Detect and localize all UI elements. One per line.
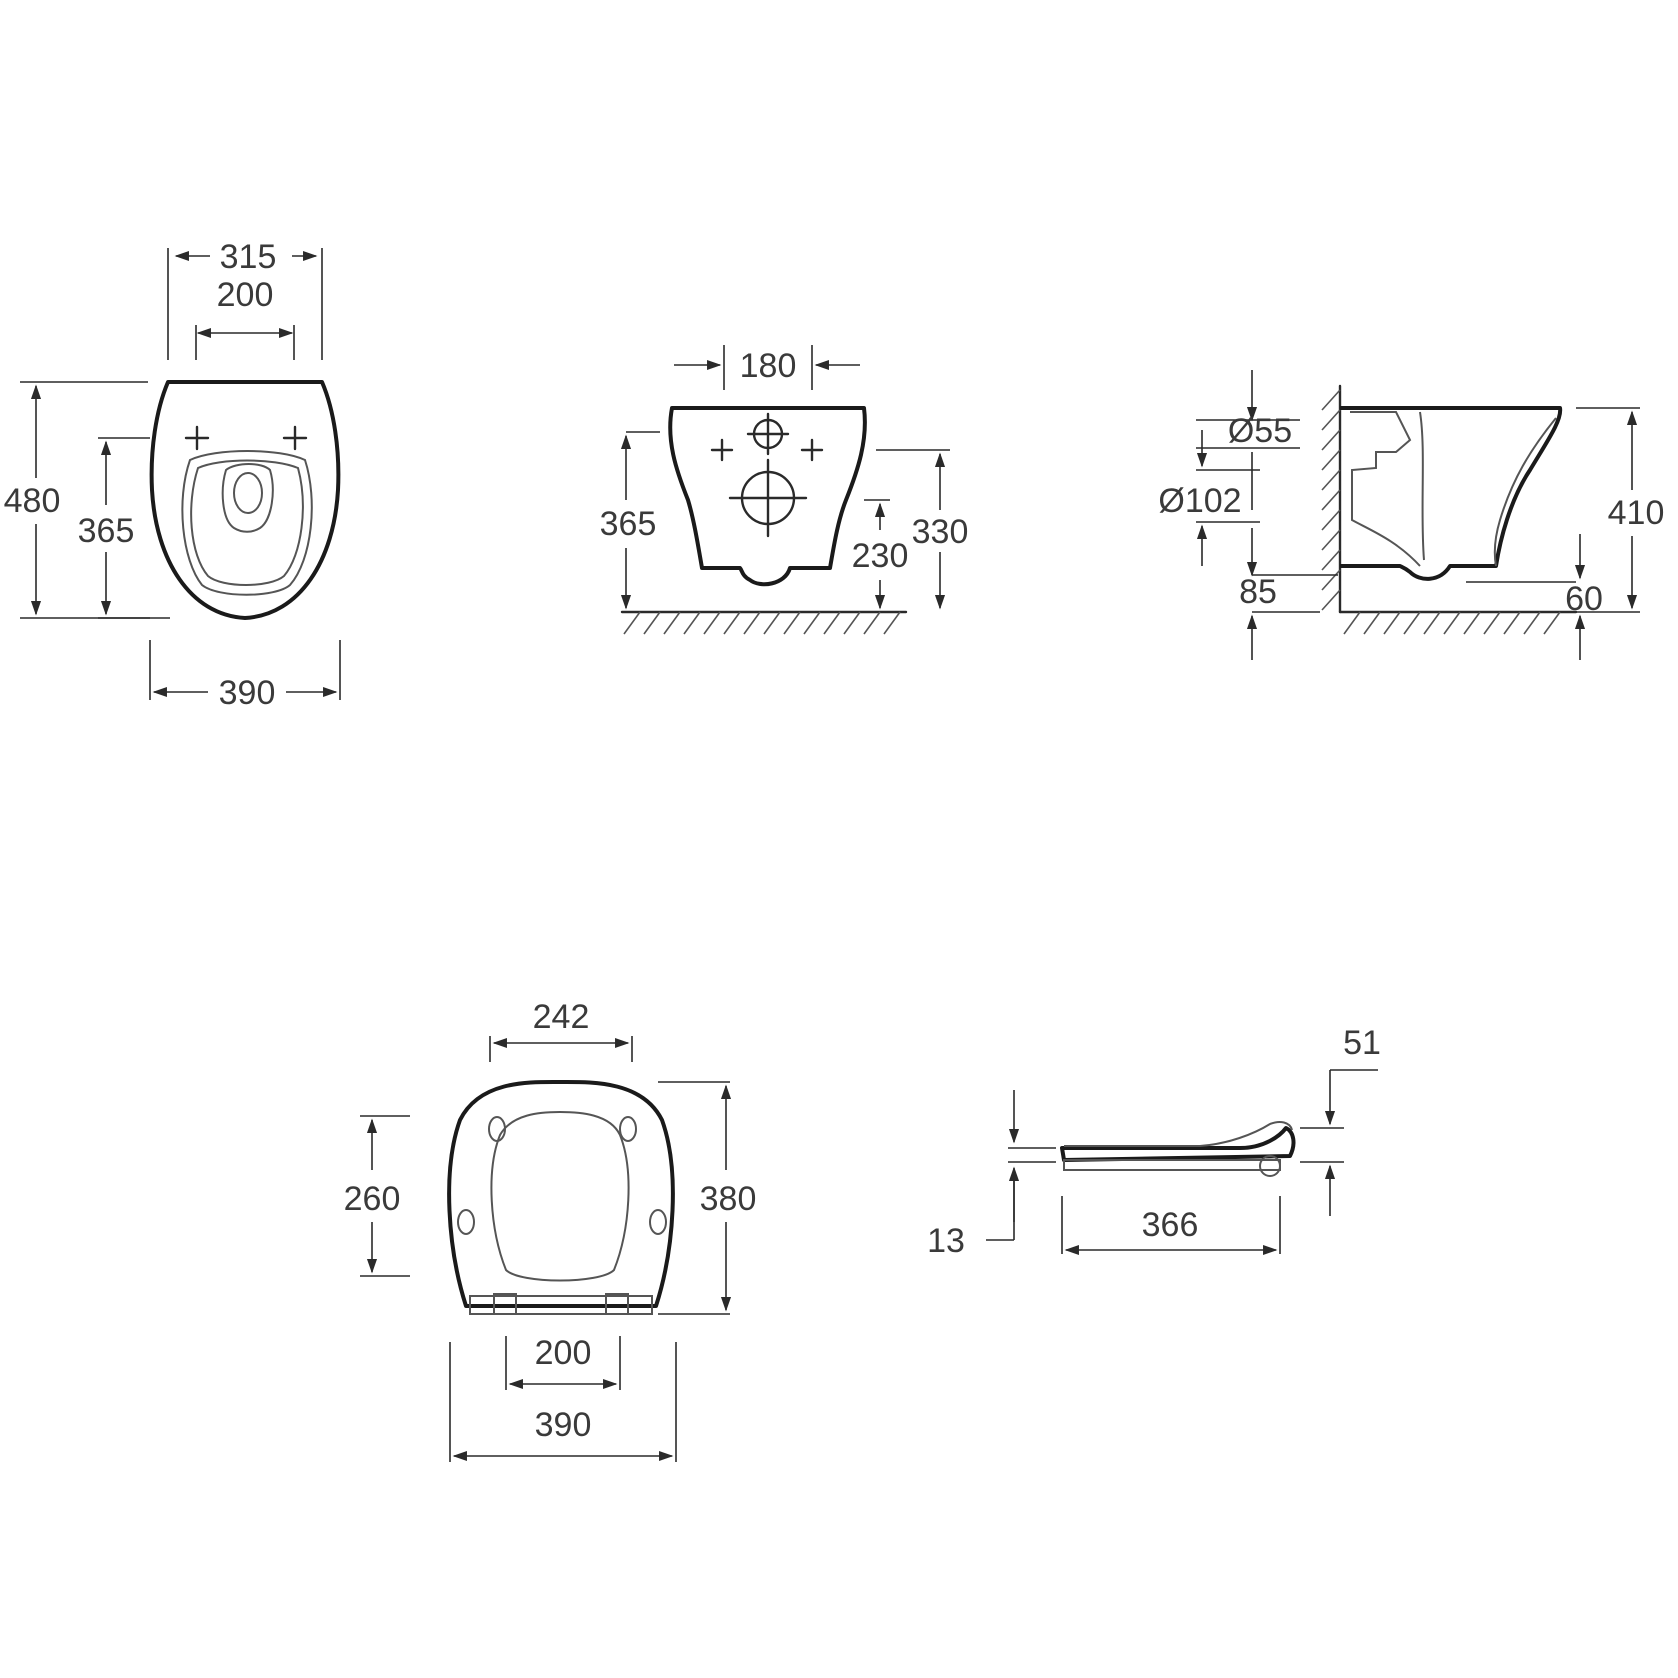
floor-hatch — [623, 611, 901, 635]
dim-410: 410 — [1608, 494, 1665, 532]
inner-bowl — [1419, 411, 1425, 561]
dim-d102: Ø102 — [1158, 482, 1241, 520]
rim-line — [1493, 417, 1557, 567]
flush-outlet — [221, 463, 274, 533]
mount-hole-left — [184, 425, 210, 451]
dim-51: 51 — [1343, 1024, 1381, 1062]
bumper-bl — [457, 1209, 475, 1235]
bowl-rim — [181, 450, 313, 596]
dim-480: 480 — [4, 482, 61, 520]
dim-200: 200 — [217, 276, 274, 314]
dim-380: 380 — [700, 1180, 757, 1218]
seat-base — [1063, 1159, 1281, 1171]
wall-hatch — [1321, 389, 1341, 611]
dim-230: 230 — [852, 537, 909, 575]
hinge-left — [493, 1293, 517, 1315]
seat-opening — [490, 1110, 630, 1282]
side-view: Ø55 Ø102 85 410 60 — [1158, 370, 1664, 660]
dim-260: 260 — [344, 1180, 401, 1218]
dim-330: 330 — [912, 513, 969, 551]
floor-hatch — [1343, 611, 1561, 635]
water-inlet — [746, 412, 790, 456]
bowl-rim-inner — [190, 459, 304, 586]
dim-315: 315 — [220, 238, 277, 276]
dim-366: 366 — [1142, 1206, 1199, 1244]
bumper-br — [649, 1209, 667, 1235]
waste-outlet — [728, 458, 808, 538]
dim-60: 60 — [1565, 580, 1603, 618]
hinge-right — [605, 1293, 629, 1315]
dim-365: 365 — [600, 505, 657, 543]
hinge-bar — [469, 1295, 653, 1315]
seat-profile — [1060, 1126, 1296, 1162]
bowl-outline — [149, 380, 341, 620]
dim-200: 200 — [535, 1334, 592, 1372]
seat-outline — [447, 1079, 675, 1308]
top-view: 315 200 480 365 390 — [4, 238, 341, 712]
dim-180: 180 — [740, 347, 797, 385]
mount-hole-right — [282, 425, 308, 451]
dim-390: 390 — [219, 674, 276, 712]
bolt-right — [800, 438, 824, 462]
dim-365: 365 — [78, 512, 135, 550]
flush-outlet-inner — [233, 472, 263, 514]
front-outline — [668, 406, 867, 587]
dim-d55: Ø55 — [1228, 412, 1292, 450]
bumper-tl — [488, 1116, 506, 1142]
bolt-left — [710, 438, 734, 462]
bumper-tr — [619, 1116, 637, 1142]
dim-390: 390 — [535, 1406, 592, 1444]
dim-13: 13 — [927, 1222, 965, 1260]
seat-side-view: 51 13 366 — [927, 1024, 1381, 1260]
lid-profile — [1064, 1121, 1293, 1147]
dim-85: 85 — [1239, 573, 1277, 611]
seat-top-view: 242 260 380 200 390 — [344, 998, 757, 1462]
side-outline — [1340, 406, 1563, 581]
hinge-pivot — [1259, 1155, 1281, 1177]
front-view: 180 365 330 230 — [600, 345, 969, 635]
inner-trap — [1350, 411, 1421, 567]
dim-242: 242 — [533, 998, 590, 1036]
